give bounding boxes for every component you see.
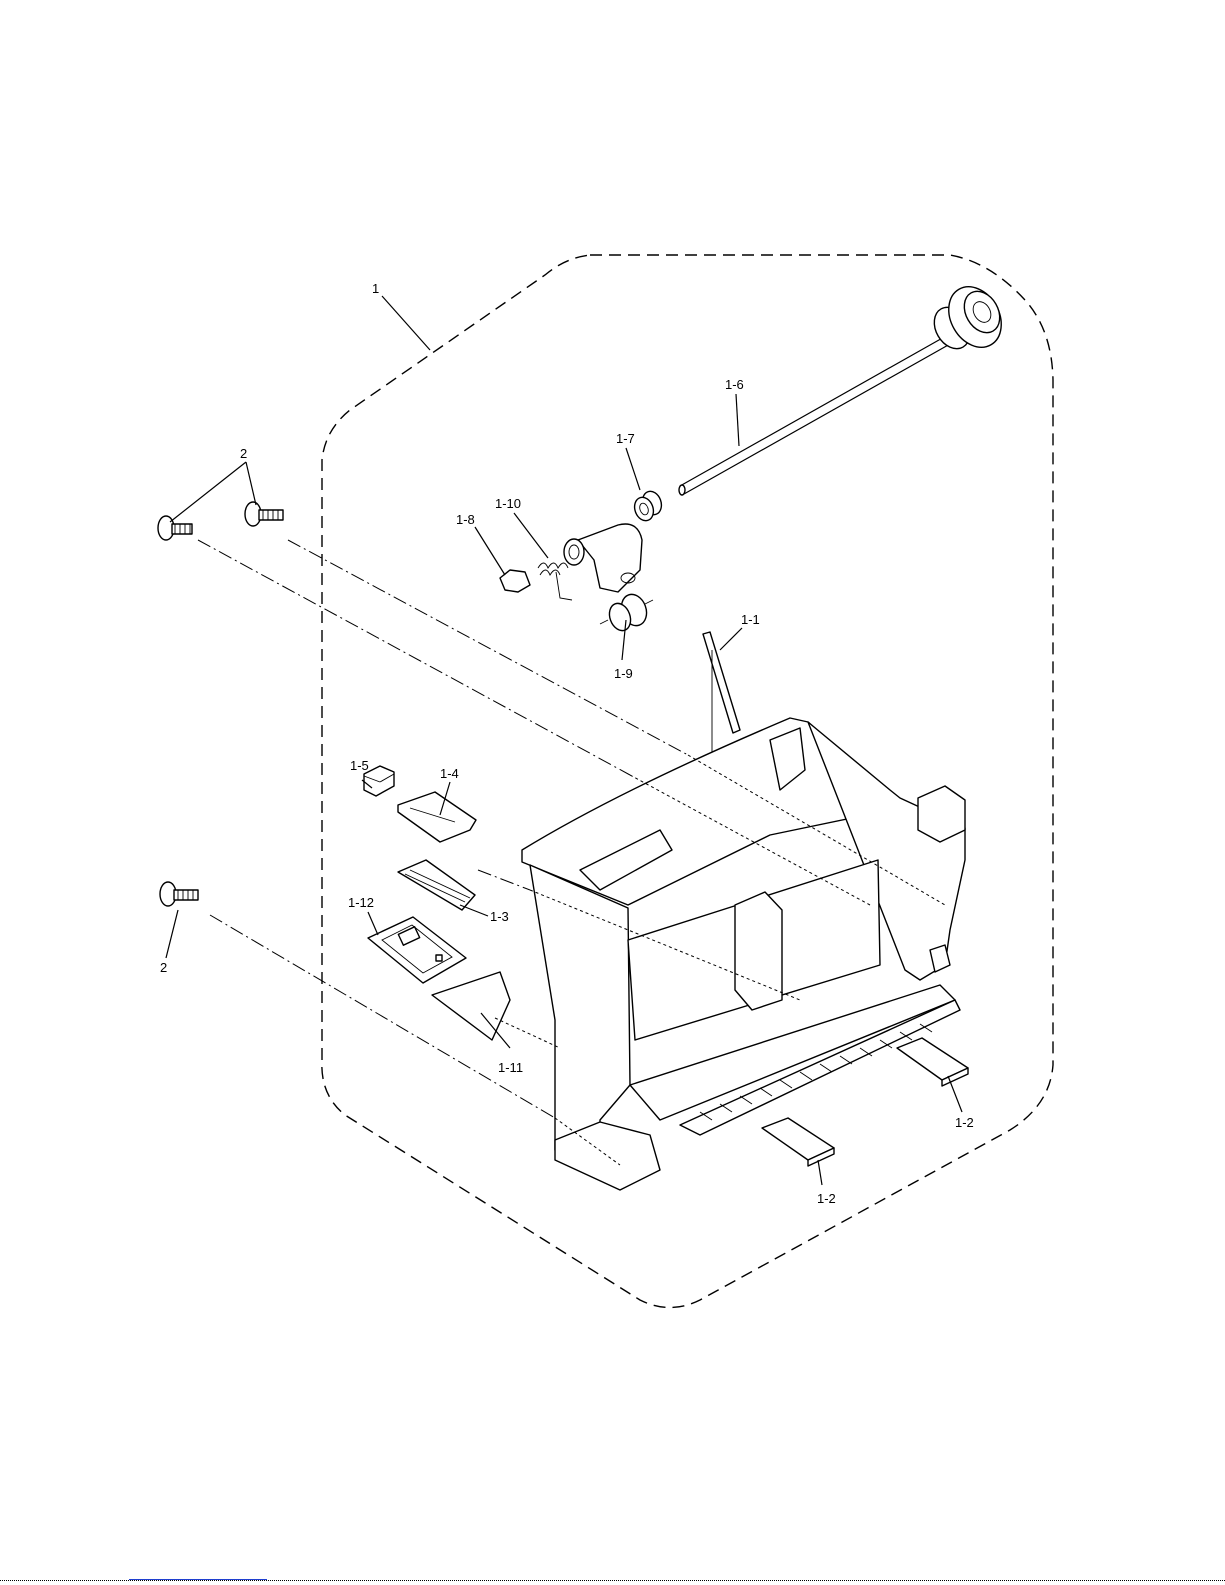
callout-1: 1: [372, 281, 379, 296]
callout-1-12: 1-12: [348, 895, 374, 910]
screw-upper-left: [158, 516, 192, 540]
callout-1-10: 1-10: [495, 496, 521, 511]
callout-1-5: 1-5: [350, 758, 369, 773]
callout-1-9: 1-9: [614, 666, 633, 681]
sheet-1-11: [432, 972, 510, 1040]
callout-2-lower: 2: [160, 960, 167, 975]
label-plate-1-12: [368, 917, 466, 983]
callout-2-upper: 2: [240, 446, 247, 461]
callout-1-2-right: 1-2: [955, 1115, 974, 1130]
footer-divider: [0, 1580, 1225, 1581]
foot-pad-1-2-center: [762, 1118, 834, 1166]
footer-link-underline[interactable]: [129, 1579, 267, 1580]
callout-1-4: 1-4: [440, 766, 459, 781]
callout-1-8: 1-8: [456, 512, 475, 527]
callout-1-3: 1-3: [490, 909, 509, 924]
callout-1-11: 1-11: [498, 1060, 523, 1075]
bushing-1-7: [631, 489, 664, 524]
callout-1-1: 1-1: [741, 612, 760, 627]
callout-1-2-center: 1-2: [817, 1191, 836, 1206]
spring-1-10: [538, 563, 572, 600]
main-frame: [522, 718, 965, 1190]
foot-pad-1-2-right: [897, 1038, 968, 1086]
roller-arm: [564, 524, 642, 592]
rail-1-3: [398, 860, 475, 910]
callout-1-6: 1-6: [725, 377, 744, 392]
callout-1-7: 1-7: [616, 431, 635, 446]
screw-lower-left: [160, 882, 198, 906]
screw-upper-right: [245, 502, 283, 526]
roller-1-9: [600, 591, 653, 634]
bracket-1-4: [398, 792, 476, 842]
